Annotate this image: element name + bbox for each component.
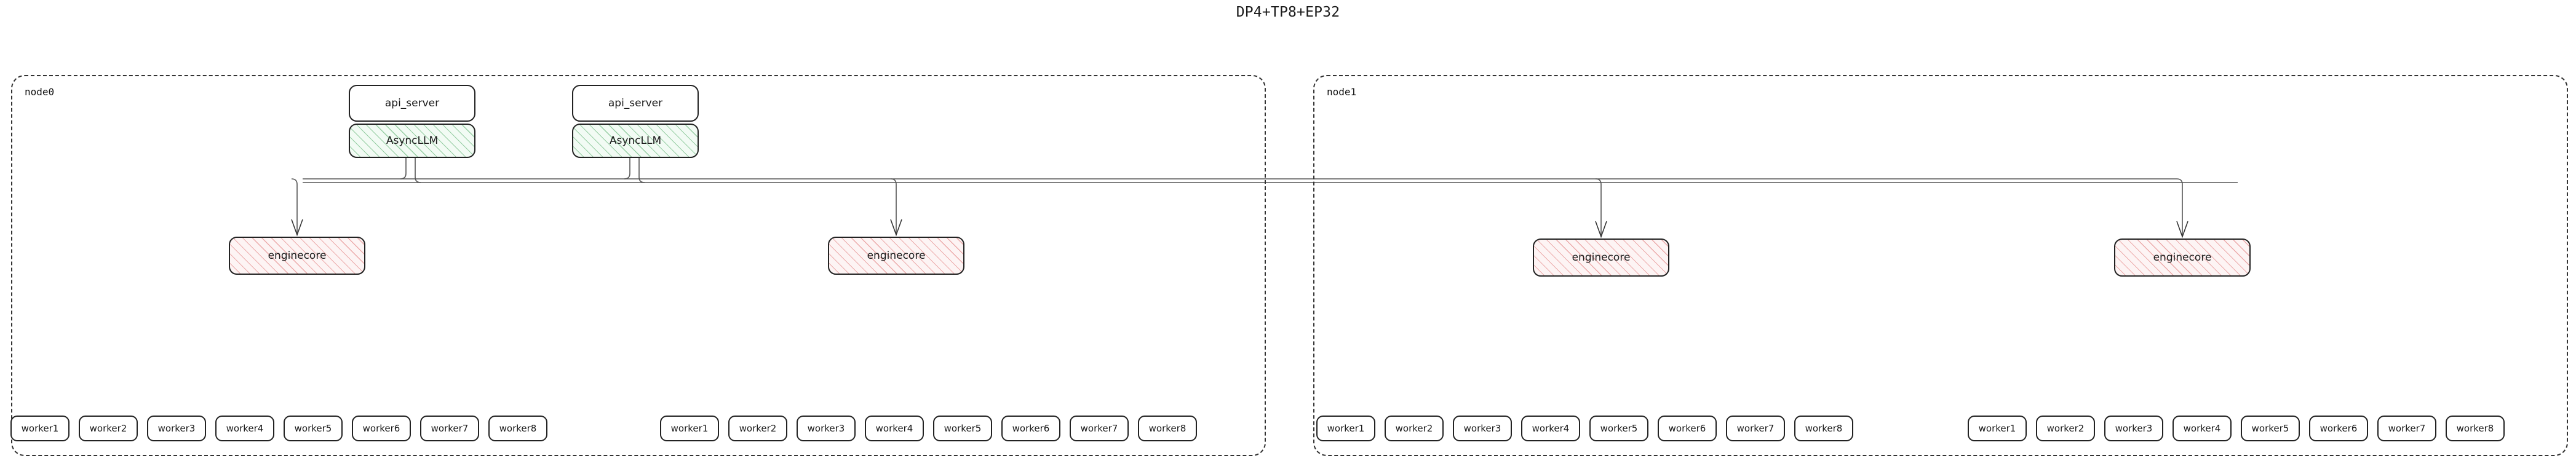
worker-box: worker5 [2241, 416, 2300, 441]
worker-box: worker6 [352, 416, 411, 441]
worker-label: worker1 [670, 423, 709, 434]
node-label-node0: node0 [25, 86, 55, 98]
worker-label: worker8 [499, 423, 537, 434]
asyncllm-box: AsyncLLM [572, 124, 699, 158]
worker-box: worker6 [1001, 416, 1060, 441]
worker-label: worker5 [294, 423, 332, 434]
worker-box: worker4 [1521, 416, 1580, 441]
worker-box: worker7 [2377, 416, 2436, 441]
worker-label: worker7 [431, 423, 469, 434]
worker-label: worker7 [1080, 423, 1118, 434]
worker-label: worker3 [807, 423, 845, 434]
worker-label: worker5 [1600, 423, 1638, 434]
worker-box: worker2 [1385, 416, 1444, 441]
worker-box: worker5 [933, 416, 992, 441]
node-label-node1: node1 [1327, 86, 1357, 98]
node-container-node1 [1313, 75, 2568, 456]
worker-box: worker8 [1794, 416, 1853, 441]
worker-box: worker7 [420, 416, 479, 441]
worker-label: worker6 [1012, 423, 1050, 434]
enginecore-box: enginecore [828, 237, 964, 275]
worker-label: worker8 [2456, 423, 2494, 434]
worker-box: worker1 [1968, 416, 2027, 441]
api-server-label: api_server [384, 97, 440, 109]
worker-box: worker5 [284, 416, 343, 441]
worker-label: worker2 [2046, 423, 2085, 434]
worker-box: worker5 [1589, 416, 1648, 441]
worker-label: worker4 [875, 423, 913, 434]
asyncllm-label: AsyncLLM [386, 135, 439, 147]
worker-label: worker1 [1327, 423, 1365, 434]
page-title: DP4+TP8+EP32 [1236, 4, 1340, 20]
worker-box: worker3 [1453, 416, 1512, 441]
enginecore-box: enginecore [229, 237, 365, 275]
enginecore-box: enginecore [1533, 238, 1669, 277]
worker-label: worker6 [2320, 423, 2358, 434]
worker-box: worker3 [797, 416, 856, 441]
worker-box: worker6 [1658, 416, 1717, 441]
worker-label: worker2 [739, 423, 777, 434]
worker-label: worker3 [1463, 423, 1501, 434]
worker-label: worker6 [362, 423, 400, 434]
worker-box: worker2 [2036, 416, 2095, 441]
worker-box: worker4 [215, 416, 274, 441]
worker-label: worker5 [2251, 423, 2289, 434]
worker-box: worker6 [2309, 416, 2368, 441]
worker-box: worker7 [1726, 416, 1785, 441]
worker-label: worker2 [1395, 423, 1433, 434]
api-server-label: api_server [608, 97, 663, 109]
worker-box: worker1 [1316, 416, 1375, 441]
enginecore-label: enginecore [268, 250, 327, 262]
asyncllm-label: AsyncLLM [609, 135, 662, 147]
worker-box: worker3 [147, 416, 206, 441]
worker-box: worker2 [79, 416, 138, 441]
worker-label: worker3 [157, 423, 196, 434]
worker-label: worker2 [89, 423, 127, 434]
worker-box: worker3 [2104, 416, 2163, 441]
worker-label: worker7 [2388, 423, 2426, 434]
enginecore-label: enginecore [1572, 251, 1631, 264]
worker-box: worker2 [728, 416, 787, 441]
api-server-box: api_server [572, 85, 699, 122]
worker-label: worker1 [1978, 423, 2016, 434]
worker-box: worker1 [10, 416, 70, 441]
api-server-box: api_server [349, 85, 475, 122]
worker-label: worker8 [1148, 423, 1187, 434]
enginecore-label: enginecore [867, 250, 926, 262]
worker-label: worker1 [21, 423, 59, 434]
worker-box: worker7 [1070, 416, 1129, 441]
worker-label: worker3 [2115, 423, 2153, 434]
worker-box: worker4 [2173, 416, 2232, 441]
worker-label: worker6 [1668, 423, 1706, 434]
worker-label: worker7 [1736, 423, 1775, 434]
worker-box: worker1 [660, 416, 719, 441]
worker-label: worker5 [944, 423, 982, 434]
worker-box: worker8 [488, 416, 547, 441]
worker-box: worker4 [865, 416, 924, 441]
worker-label: worker4 [2183, 423, 2221, 434]
node-container-node0 [11, 75, 1266, 456]
worker-box: worker8 [2446, 416, 2505, 441]
worker-label: worker4 [226, 423, 264, 434]
asyncllm-box: AsyncLLM [349, 124, 475, 158]
worker-box: worker8 [1138, 416, 1197, 441]
enginecore-box: enginecore [2114, 238, 2251, 277]
worker-label: worker4 [1532, 423, 1570, 434]
worker-label: worker8 [1805, 423, 1843, 434]
enginecore-label: enginecore [2153, 251, 2212, 264]
